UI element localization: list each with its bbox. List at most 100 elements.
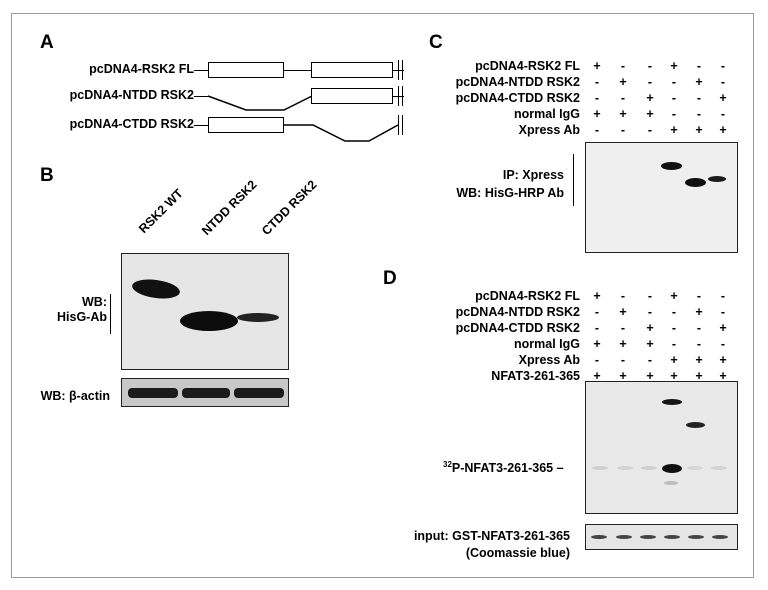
d-sign: - xyxy=(671,305,677,319)
band-d-ntdd xyxy=(686,422,705,428)
construct-label-fl: pcDNA4-RSK2 FL xyxy=(89,62,194,76)
d-sign: - xyxy=(696,289,702,303)
d-sign: - xyxy=(720,305,726,319)
c-sign: - xyxy=(620,91,626,105)
band-c-ctdd xyxy=(708,176,726,182)
d-sign: - xyxy=(647,305,653,319)
d-sign: - xyxy=(647,289,653,303)
blot-coomassie xyxy=(585,524,738,550)
c-sign: - xyxy=(647,123,653,137)
band-input-3 xyxy=(640,535,656,539)
d-sign: - xyxy=(620,289,626,303)
band-input-1 xyxy=(591,535,607,539)
c-sign: - xyxy=(671,75,677,89)
c-sign: - xyxy=(594,91,600,105)
d-sign: + xyxy=(619,305,627,319)
c-sign: - xyxy=(647,75,653,89)
d-sign: - xyxy=(594,305,600,319)
c-sign: + xyxy=(593,107,601,121)
d-sign: - xyxy=(620,353,626,367)
band-d-smear xyxy=(664,481,678,485)
c-sign: + xyxy=(719,91,727,105)
c-row-label: pcDNA4-NTDD RSK2 xyxy=(455,75,580,89)
band-input-5 xyxy=(688,535,704,539)
band-input-6 xyxy=(712,535,728,539)
c-row-label: pcDNA4-CTDD RSK2 xyxy=(455,91,580,105)
c-sign: + xyxy=(670,123,678,137)
d-sign: - xyxy=(671,337,677,351)
d-sign: + xyxy=(646,337,654,351)
d-sign: + xyxy=(619,369,627,383)
d-sign: + xyxy=(670,289,678,303)
d-sign: - xyxy=(696,321,702,335)
c-sign: + xyxy=(719,123,727,137)
d-sign: + xyxy=(593,289,601,303)
band-ntdd xyxy=(180,311,238,331)
c-sign: - xyxy=(720,75,726,89)
d-row-label: pcDNA4-NTDD RSK2 xyxy=(455,305,580,319)
c-sign: - xyxy=(671,107,677,121)
blot-ip-xpress xyxy=(585,142,738,253)
c-sign: - xyxy=(594,75,600,89)
d-sign: - xyxy=(671,321,677,335)
band-input-2 xyxy=(616,535,632,539)
d-sign: + xyxy=(719,321,727,335)
c-row-label: normal IgG xyxy=(514,107,580,121)
band-d-faint-1 xyxy=(592,466,608,470)
d-row-label: pcDNA4-RSK2 FL xyxy=(475,289,580,303)
band-d-fl-upper xyxy=(662,399,682,405)
d-sign: - xyxy=(696,337,702,351)
d-sign: - xyxy=(720,337,726,351)
d-row-label: pcDNA4-CTDD RSK2 xyxy=(455,321,580,335)
input-label: input: GST-NFAT3-261-365 (Coomassie blue… xyxy=(413,529,570,560)
d-sign: + xyxy=(593,337,601,351)
band-c-fl xyxy=(661,162,682,170)
d-sign: - xyxy=(594,353,600,367)
band-d-fl-32p xyxy=(662,464,682,473)
band-actin-1 xyxy=(128,388,178,398)
wb-hisg-label: WB: HisG-Ab xyxy=(57,295,107,324)
p32-label: 32P-NFAT3-261-365 – xyxy=(443,460,564,476)
d-sign: + xyxy=(646,321,654,335)
c-sign: + xyxy=(695,123,703,137)
d-sign: + xyxy=(695,305,703,319)
d-row-label: normal IgG xyxy=(514,337,580,351)
c-sign: - xyxy=(594,123,600,137)
d-row-label: NFAT3-261-365 xyxy=(491,369,580,383)
band-d-faint-5 xyxy=(687,466,703,470)
c-sign: + xyxy=(646,107,654,121)
band-c-ntdd xyxy=(685,178,706,187)
d-sign: + xyxy=(719,353,727,367)
d-sign: - xyxy=(647,353,653,367)
band-actin-2 xyxy=(182,388,230,398)
d-sign: + xyxy=(695,353,703,367)
c-sign: + xyxy=(646,91,654,105)
band-d-faint-6 xyxy=(711,466,727,470)
c-sign: + xyxy=(619,107,627,121)
d-sign: + xyxy=(719,369,727,383)
c-sign: + xyxy=(695,75,703,89)
construct-label-ctdd: pcDNA4-CTDD RSK2 xyxy=(69,117,194,131)
d-row-label: Xpress Ab xyxy=(518,353,580,367)
panel-b-label: B xyxy=(40,165,54,186)
construct-label-ntdd: pcDNA4-NTDD RSK2 xyxy=(69,88,194,102)
d-sign: - xyxy=(594,321,600,335)
c-sign: - xyxy=(720,59,726,73)
c-blot-label: IP: Xpress WB: HisG-HRP Ab xyxy=(456,168,564,200)
c-sign: - xyxy=(720,107,726,121)
panel-d-label: D xyxy=(383,268,397,289)
c-bracket xyxy=(573,154,574,206)
figure-frame xyxy=(11,13,754,578)
band-ctdd xyxy=(237,313,279,322)
c-sign: - xyxy=(647,59,653,73)
c-row-label: Xpress Ab xyxy=(518,123,580,137)
band-actin-3 xyxy=(234,388,284,398)
band-rsk2-wt xyxy=(130,276,182,302)
blot-kinase-assay xyxy=(585,381,738,514)
band-input-4 xyxy=(664,535,680,539)
blot-hisg xyxy=(121,253,289,370)
c-sign: - xyxy=(620,59,626,73)
c-row-label: pcDNA4-RSK2 FL xyxy=(475,59,580,73)
d-sign: + xyxy=(646,369,654,383)
c-sign: + xyxy=(619,75,627,89)
